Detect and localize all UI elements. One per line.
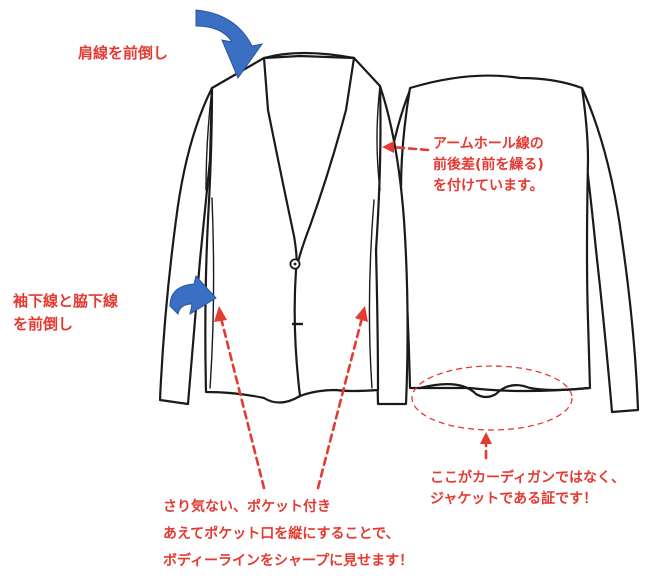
front-left-armhole — [205, 87, 213, 191]
annotation-line: 肩線を前倒し — [78, 44, 169, 62]
back-hem-highlight-ellipse — [411, 365, 573, 431]
annotation-line: 前後差(前を繰る) — [433, 157, 544, 173]
annotation-underarm: 袖下線と脇下線 を前倒し — [13, 290, 118, 336]
front-collar-back — [262, 51, 356, 60]
annotation-armhole: アームホール線の 前後差(前を繰る) を付けています。 — [433, 134, 544, 197]
curved-arrow-icon — [195, 9, 264, 80]
annotation-line: 袖下線と脇下線 — [13, 292, 119, 310]
armhole-dash-line — [390, 145, 430, 152]
pocket-left-dash-line — [219, 316, 266, 490]
annotation-line: ボディーラインをシャープに見せます！ — [163, 553, 414, 569]
armhole-arrowhead — [382, 141, 394, 153]
annotation-line: を付けています。 — [433, 178, 544, 194]
underarm-curved-arrow-icon — [169, 274, 217, 316]
pocket-right-arrowhead — [355, 306, 368, 322]
annotation-line: あえてポケット口を縦にすることで、 — [163, 526, 400, 542]
annotation-pocket: さり気ない、ポケット付き あえてポケット口を縦にすることで、 ボディーラインをシ… — [163, 494, 413, 575]
front-right-armhole — [376, 85, 381, 191]
pocket-right-dash-line — [316, 316, 364, 490]
back-body — [399, 74, 592, 393]
pocket-pointer-left — [214, 306, 266, 490]
back-right-sleeve — [580, 86, 640, 414]
pocket-left-arrowhead — [214, 306, 227, 322]
curved-arrow-icon — [169, 274, 217, 316]
cardigan-pointer — [411, 365, 573, 460]
annotation-line: ジャケットである証です！ — [430, 491, 598, 507]
jacket-back-view — [384, 74, 640, 414]
armhole-pointer — [382, 141, 430, 153]
front-right-lapel — [294, 56, 356, 272]
pocket-pointer-right — [316, 306, 368, 490]
annotation-line: ここがカーディガンではなく、 — [430, 470, 626, 486]
jacket-button-hole — [293, 262, 297, 266]
back-hem-vent — [418, 383, 590, 399]
annotation-cardigan: ここがカーディガンではなく、 ジャケットである証です！ — [430, 468, 625, 510]
front-right-side-seam — [368, 199, 375, 389]
shoulder-curved-arrow-icon — [195, 9, 264, 80]
front-opening-line — [293, 268, 302, 398]
annotation-line: アームホール線の — [433, 136, 544, 152]
annotation-line: さり気ない、ポケット付き — [163, 499, 331, 515]
jacket-front-view — [158, 51, 409, 406]
front-left-sleeve — [158, 86, 214, 406]
annotation-shoulder-line: 肩線を前倒し — [78, 44, 168, 62]
annotation-line: を前倒し — [13, 315, 74, 333]
cardigan-arrowhead — [480, 432, 492, 444]
